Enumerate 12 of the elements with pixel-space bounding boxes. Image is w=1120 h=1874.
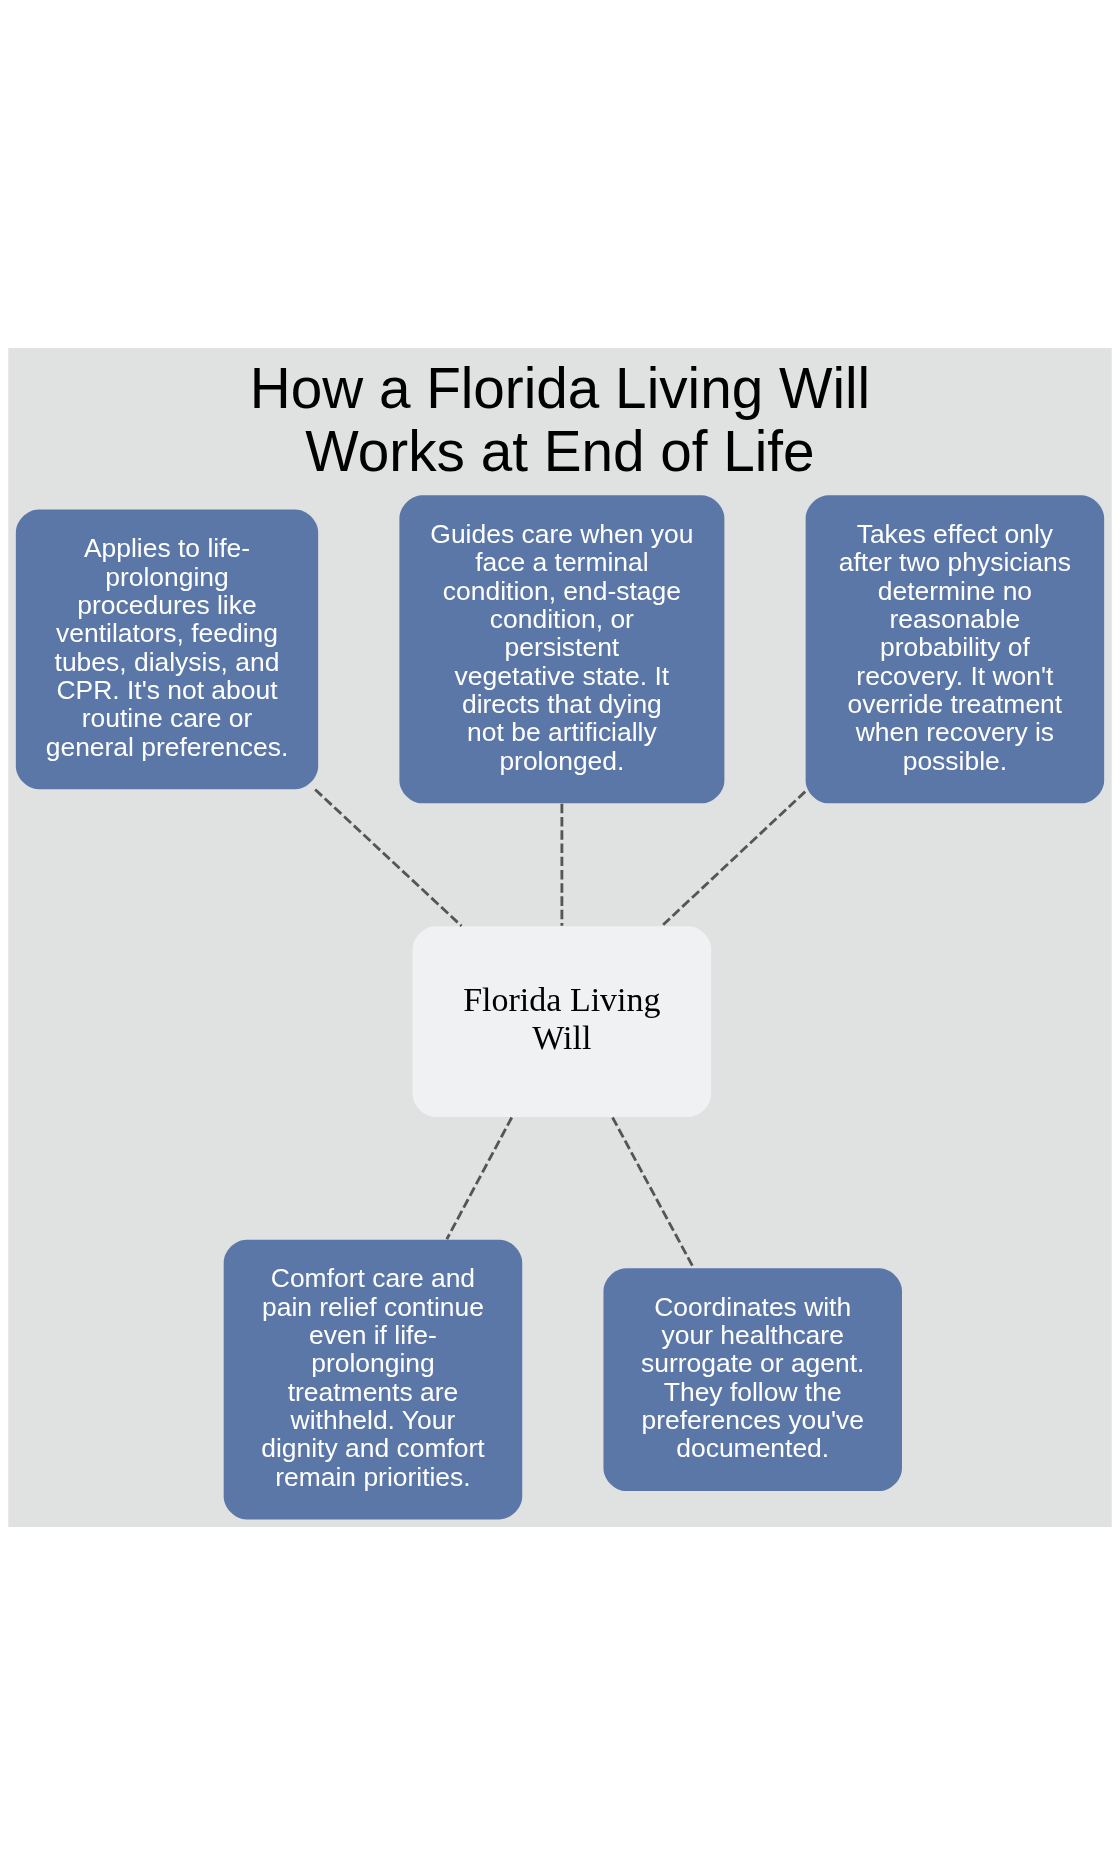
connector [560, 803, 564, 926]
node-box: Florida Living Will [412, 925, 712, 1117]
node-box: Applies to life-prolonging procedures like ventilators, feeding tubes, dialysis, and CPR. It's not about routine care or general preferences. [15, 509, 319, 789]
node-box: Takes effect only after two physicians determine no reasonable probability of recovery. It won't override treatment when recovery is possible. [805, 494, 1105, 803]
node-box: Guides care when you face a terminal condition, end-stage condition, or persistent vegetative state. It directs that dying not be artificially prolonged. [399, 494, 725, 803]
connector [314, 787, 463, 927]
node-box: Comfort care and pain relief continue even if life-prolonging treatments are withheld. Your dignity and comfort remain priorities. [223, 1239, 523, 1519]
diagram-title: How a Florida Living Will Works at End of Life [249, 356, 871, 483]
node-box: Coordinates with your healthcare surrogate or agent. They follow the preferences you've documented. [603, 1267, 902, 1491]
connector [611, 1116, 695, 1268]
connector [445, 1116, 513, 1240]
connector [660, 790, 807, 927]
